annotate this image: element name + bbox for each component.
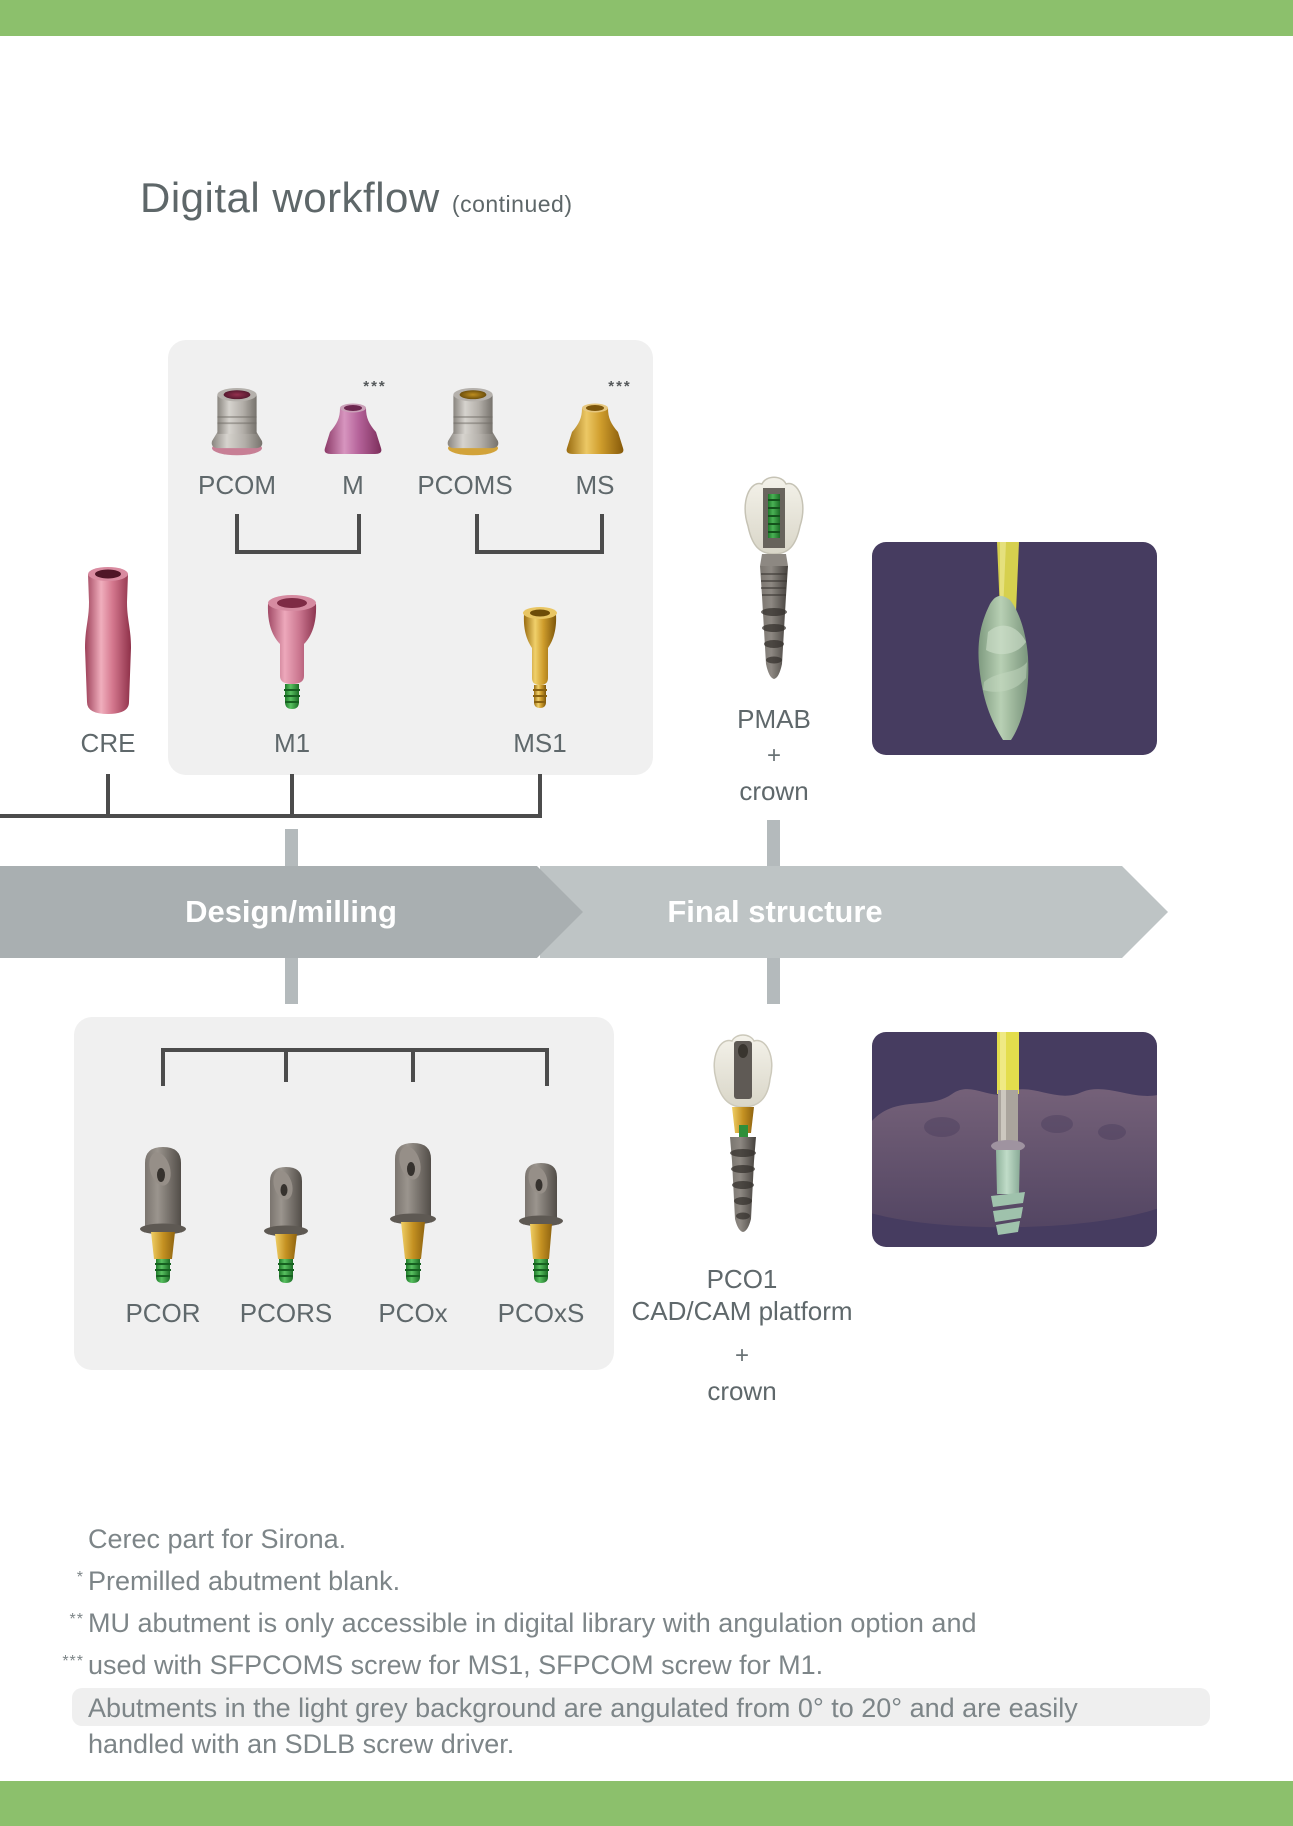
ms1-tree-tick: [538, 774, 542, 818]
design-connector-top: [285, 829, 298, 866]
jaw-render-image: [872, 1032, 1157, 1235]
pcom-label: PCOM: [198, 470, 276, 500]
ms-component-image: [566, 403, 624, 454]
pcoxs-component-image: [519, 1163, 563, 1283]
m-component-image: [324, 403, 382, 454]
footnote-screws-marker: ***: [62, 1653, 84, 1670]
footnote-mu-abutment-marker: **: [69, 1611, 84, 1628]
pcom-component-image: [211, 388, 263, 456]
footnote-screws: ***used with SFPCOMS screw for MS1, SFPC…: [40, 1650, 823, 1681]
note-line-2: handled with an SDLB screw driver.: [88, 1729, 515, 1759]
cre-component-image: [85, 567, 131, 714]
page-title: Digital workflow (continued): [140, 174, 573, 222]
pcors-component-image: [264, 1167, 308, 1283]
pco1-plus: +: [734, 1342, 749, 1369]
ms1-label: MS1: [513, 728, 567, 758]
ms-label: MS: [575, 470, 615, 500]
pmab-label: PMAB: [737, 704, 811, 734]
bracket-pcom-m: [235, 514, 361, 554]
pcors-label: PCORS: [239, 1298, 333, 1328]
cre-tree-tick: [106, 774, 110, 818]
pco1-platform-label: CAD/CAM platform: [631, 1296, 853, 1326]
page-title-suffix: (continued): [451, 191, 573, 217]
note-highlight-box: [72, 1688, 1210, 1726]
design-milling-label: Design/milling: [185, 894, 397, 929]
pcox-bracket-tick: [411, 1048, 415, 1082]
final-structure-arrow: [540, 866, 1168, 958]
ms1-component-image: [523, 607, 557, 708]
design-connector-bottom: [285, 958, 298, 1004]
pcox-label: PCOx: [378, 1298, 448, 1328]
m-footnote-mark: ***: [363, 378, 387, 395]
m1-component-image: [267, 595, 317, 709]
tree-horizontal-line: [0, 814, 542, 818]
bottom-green-bar: [0, 1781, 1293, 1826]
footnote-premilled-text: Premilled abutment blank.: [88, 1566, 401, 1596]
pcoxs-label: PCOxS: [497, 1298, 585, 1328]
footnote-cerec-text: Cerec part for Sirona.: [88, 1524, 347, 1554]
pcoms-component-image: [447, 388, 499, 456]
pcoms-label: PCOMS: [417, 470, 513, 500]
m1-label: M1: [273, 728, 311, 758]
pmab-crown-label: crown: [739, 776, 809, 806]
note-line-1: Abutments in the light grey background a…: [88, 1693, 1078, 1723]
m-label: M: [342, 470, 364, 500]
m1-tree-tick: [290, 774, 294, 818]
footnote-premilled-marker: *: [76, 1569, 84, 1586]
bracket-lower-group: [161, 1048, 549, 1086]
final-structure-label: Final structure: [667, 894, 883, 929]
pcox-component-image: [390, 1143, 436, 1283]
bracket-pcoms-ms: [475, 514, 604, 554]
pcor-label: PCOR: [125, 1298, 201, 1328]
footnote-mu-abutment: **MU abutment is only accessible in digi…: [40, 1608, 977, 1639]
final-connector-top: [767, 820, 780, 866]
top-green-bar: [0, 0, 1293, 36]
cre-label: CRE: [80, 728, 136, 758]
pcors-bracket-tick: [284, 1048, 288, 1082]
driver-render-image: [978, 542, 1029, 740]
pco1-crown-label: crown: [707, 1376, 777, 1406]
pcor-component-image: [140, 1147, 186, 1283]
page-title-text: Digital workflow: [140, 174, 440, 221]
footnote-premilled: *Premilled abutment blank.: [40, 1566, 400, 1597]
ms-footnote-mark: ***: [608, 378, 632, 395]
pco1-implant-image: [713, 1034, 773, 1232]
pmab-plus: +: [766, 742, 781, 769]
footnote-screws-text: used with SFPCOMS screw for MS1, SFPCOM …: [88, 1650, 824, 1680]
pmab-implant-image: [744, 476, 804, 679]
footnote-mu-abutment-text: MU abutment is only accessible in digita…: [88, 1608, 977, 1638]
workflow-banner: [0, 866, 1168, 958]
pco1-label: PCO1: [706, 1264, 778, 1294]
jaw-render-panel: [872, 1032, 1157, 1247]
footnote-cerec: Cerec part for Sirona.: [40, 1524, 346, 1555]
design-milling-arrow: [0, 866, 583, 958]
driver-render-panel: [872, 542, 1157, 755]
final-connector-bottom: [767, 958, 780, 1004]
